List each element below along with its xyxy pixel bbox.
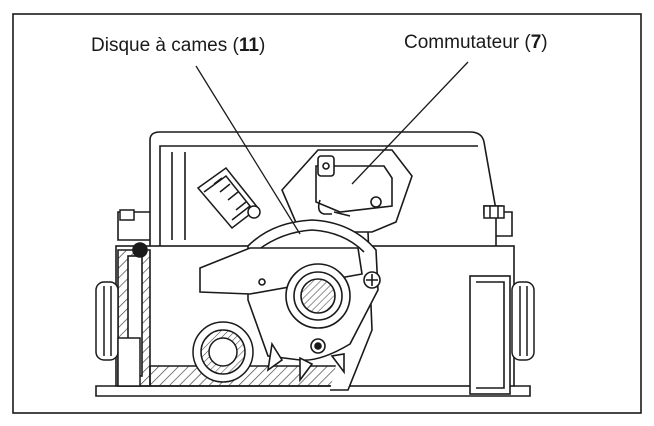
callout-switch-ref: 7 <box>530 32 542 53</box>
figure-frame <box>12 13 642 414</box>
bolt <box>119 209 135 221</box>
cable-entry <box>192 321 254 383</box>
callout-cam-disc-ref: 11 <box>238 35 259 56</box>
callout-switch-close: ) <box>541 32 548 53</box>
callout-switch-text: Commutateur ( <box>404 32 531 53</box>
left-gland <box>95 281 141 387</box>
leader-line-cam-disc <box>195 65 301 235</box>
bolt <box>483 205 505 219</box>
switch <box>315 155 393 217</box>
callout-cam-disc-text: Disque à cames ( <box>91 35 239 56</box>
cam-disc <box>199 219 381 383</box>
callout-cam-disc-close: ) <box>258 35 266 56</box>
connector <box>196 166 261 230</box>
leader-line-switch <box>351 61 469 185</box>
callout-switch: Commutateur (7) <box>404 33 548 52</box>
callout-cam-disc: Disque à cames (11) <box>91 36 265 55</box>
right-gland <box>511 281 535 361</box>
